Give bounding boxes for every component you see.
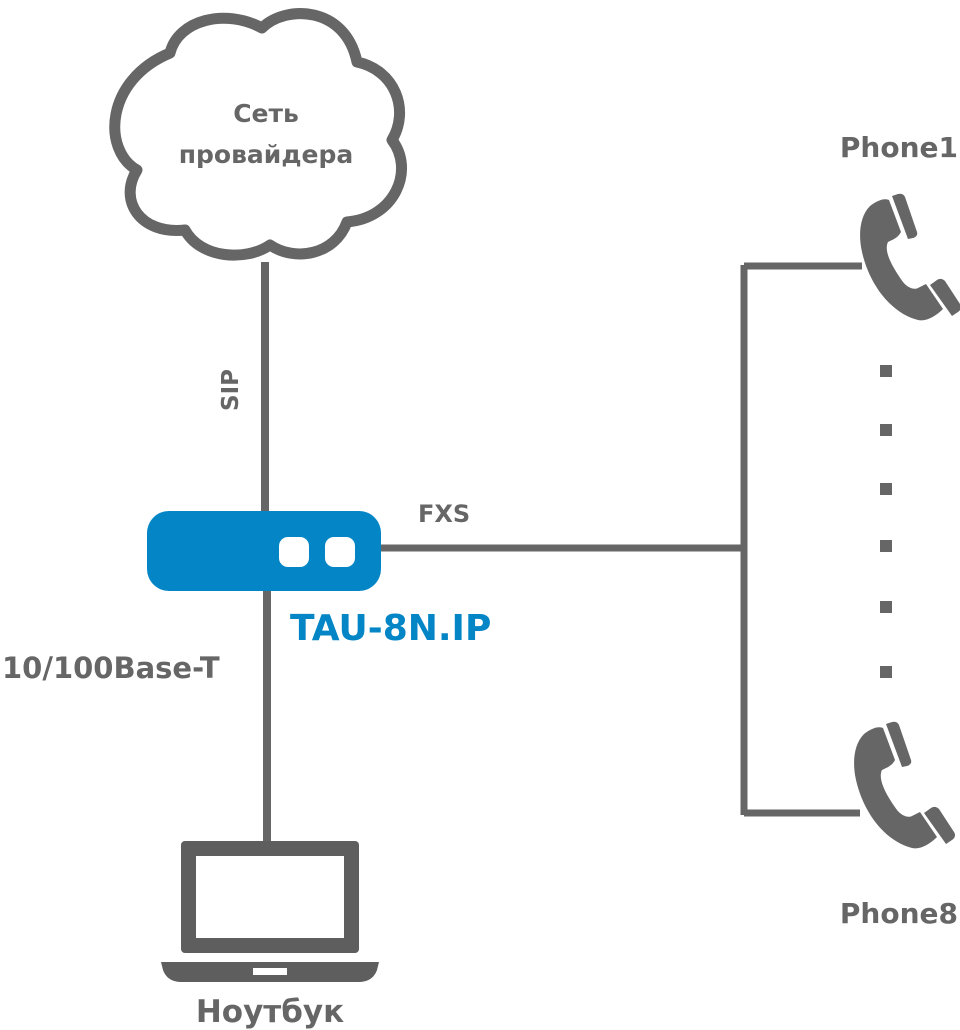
phone-ellipsis (880, 365, 892, 678)
ellipsis-dot (880, 601, 892, 613)
ethernet-label: 10/100Base-T (2, 651, 220, 685)
cloud-label-line1: Сеть (233, 99, 299, 128)
phone8-label: Phone8 (840, 897, 958, 930)
ellipsis-dot (880, 666, 892, 678)
laptop-label: Ноутбук (196, 994, 344, 1030)
device-port-2 (325, 537, 355, 567)
sip-label: SIP (218, 369, 244, 411)
ellipsis-dot (880, 483, 892, 495)
ellipsis-dot (880, 365, 892, 377)
phone1-handset-icon (860, 193, 960, 321)
phone1-label: Phone1 (840, 131, 958, 164)
tau-device-icon (147, 511, 381, 591)
device-name-label: TAU-8N.IP (290, 608, 491, 649)
device-port-1 (279, 537, 309, 567)
phone8-handset-icon (854, 721, 956, 849)
cloud-icon (109, 8, 407, 261)
laptop-icon (161, 841, 379, 982)
ellipsis-dot (880, 424, 892, 436)
ellipsis-dot (880, 540, 892, 552)
fxs-label: FXS (418, 500, 470, 528)
cloud-label-line2: провайдера (179, 140, 353, 169)
